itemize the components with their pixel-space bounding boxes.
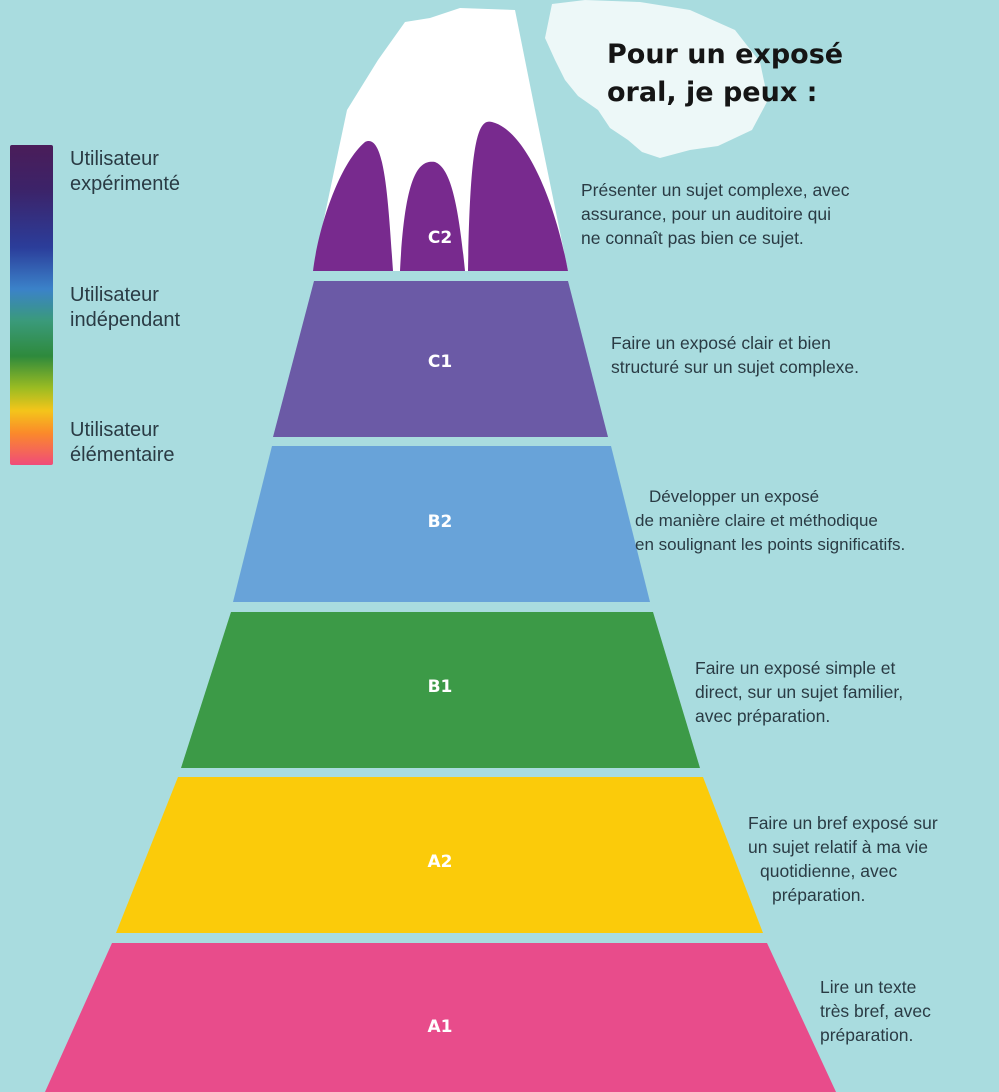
description-a2: Faire un bref exposé sur un sujet relati… <box>748 811 938 907</box>
description-line: ne connaît pas bien ce sujet. <box>581 228 804 248</box>
description-line: très bref, avec <box>820 1001 931 1021</box>
legend-label-line: expérimenté <box>70 173 181 195</box>
description-c1: Faire un exposé clair et bien structuré … <box>611 331 859 379</box>
level-label-a2: A2 <box>427 852 453 872</box>
description-line: direct, sur un sujet familier, <box>695 682 904 702</box>
description-line: Faire un exposé clair et bien <box>611 333 831 353</box>
band-b2 <box>233 446 650 602</box>
page-title: Pour un exposé oral, je peux : <box>607 36 987 112</box>
level-label-a1: A1 <box>427 1017 453 1037</box>
description-line: Faire un exposé simple et <box>695 658 896 678</box>
band-c1 <box>273 281 608 437</box>
description-line: structuré sur un sujet complexe. <box>611 357 860 377</box>
band-a1 <box>45 943 836 1092</box>
description-c2: Présenter un sujet complexe, avec assura… <box>581 178 849 250</box>
level-label-b2: B2 <box>427 512 453 532</box>
legend-color-scale <box>10 145 53 465</box>
description-a1: Lire un texte très bref, avec préparatio… <box>820 975 931 1047</box>
description-line: Faire un bref exposé sur <box>748 813 938 833</box>
legend-label-line: élémentaire <box>70 444 175 466</box>
legend-basic-user: Utilisateur élémentaire <box>70 418 250 468</box>
description-line: en soulignant les points significatifs. <box>635 535 906 554</box>
level-label-c2: C2 <box>427 228 453 248</box>
legend-label-line: Utilisateur <box>70 284 159 306</box>
description-line: de manière claire et méthodique <box>635 511 878 530</box>
description-line: préparation. <box>772 885 866 905</box>
description-line: avec préparation. <box>695 706 831 726</box>
cloud-shape <box>545 0 768 158</box>
description-line: quotidienne, avec <box>760 861 898 881</box>
band-c2 <box>313 121 568 271</box>
legend-experienced-user: Utilisateur expérimenté <box>70 147 250 197</box>
title-line-2: oral, je peux : <box>607 77 818 108</box>
description-line: préparation. <box>820 1025 914 1045</box>
description-line: Développer un exposé <box>649 487 820 506</box>
legend-label-line: indépendant <box>70 309 181 331</box>
level-label-b1: B1 <box>427 677 453 697</box>
legend-label-line: Utilisateur <box>70 148 159 170</box>
description-line: un sujet relatif à ma vie <box>748 837 928 857</box>
description-b2: Développer un exposé de manière claire e… <box>635 485 905 557</box>
description-line: Lire un texte <box>820 977 917 997</box>
legend-independent-user: Utilisateur indépendant <box>70 283 250 333</box>
description-line: assurance, pour un auditoire qui <box>581 204 832 224</box>
level-label-c1: C1 <box>427 352 453 372</box>
legend-label-line: Utilisateur <box>70 419 159 441</box>
description-b1: Faire un exposé simple et direct, sur un… <box>695 656 903 728</box>
description-line: Présenter un sujet complexe, avec <box>581 180 850 200</box>
title-line-1: Pour un exposé <box>607 39 844 70</box>
band-b1 <box>181 612 700 768</box>
band-a2 <box>116 777 763 933</box>
